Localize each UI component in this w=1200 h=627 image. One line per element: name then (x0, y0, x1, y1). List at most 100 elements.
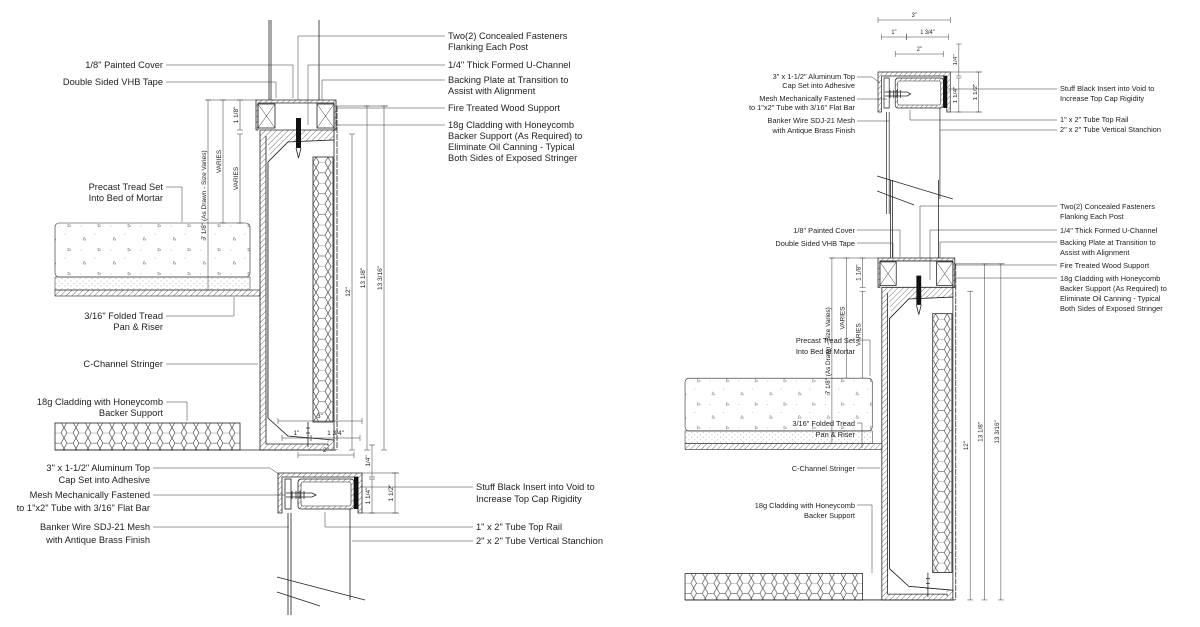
wood-support-block (936, 261, 954, 286)
precast-tread-label-r-line-0: Precast Tread Set (796, 336, 855, 345)
black-insert-label-line-0: Stuff Black Insert into Void to (476, 482, 595, 492)
13-1-8-dimension-label: 13 1/8" (978, 422, 985, 442)
top-cap-label-line-1: Cap Set into Adhesive (59, 475, 150, 485)
u-channel-label-line-0: 1/4" Thick Formed U-Channel (448, 60, 571, 70)
tread-pan-label-line-1: Pan & Riser (113, 322, 163, 332)
vhb-tape-label-r-leader (857, 242, 894, 257)
13-3-16-dimension-label: 13 3/16" (377, 265, 384, 290)
top-rail-section-right: 3"1"1 3/4"2"1/4"1 1/4"1 1/2" (877, 13, 983, 214)
13-3-16-dimension-label: 13 3/16" (994, 420, 1001, 443)
u-channel-label-r-leader (929, 229, 1057, 280)
cladding-exposed-label-line-1: Backer Support (As Required) to (448, 131, 582, 141)
fasteners-label-leader (297, 35, 445, 100)
backing-plate-label-line-0: Backing Plate at Transition to (448, 75, 568, 85)
fastener-tip (295, 147, 302, 159)
mesh-fastened-label-r-line-0: Mesh Mechanically Fastened (759, 94, 855, 103)
precast-tread-label-r-line-1: Into Bed of Mortar (796, 347, 856, 356)
tread-pan-label-line-0: 3/16" Folded Tread (84, 311, 163, 321)
cladding-exposed-label-r-line-2: Eliminate Oil Canning - Typical (1060, 294, 1161, 303)
vhb-tape-label-line-0: Double Sided VHB Tape (63, 77, 163, 87)
top-rail-label-leader (324, 512, 473, 528)
tread-pan (684, 443, 883, 450)
aluminum-top-cap (877, 71, 951, 113)
1-dimension-label: 1" (891, 30, 896, 36)
top-cap-label-r-line-1: Cap Set into Adhesive (782, 81, 855, 90)
1-1-4-dimension-label: 1 1/4" (365, 487, 372, 504)
stanchion-break-line (276, 576, 366, 601)
honeycomb-backer-horizontal (54, 422, 241, 451)
wood-support-block (316, 103, 335, 129)
backing-plate-label-leader (321, 79, 445, 100)
anchor-screw (306, 422, 310, 447)
fasteners-label-line-1: Flanking Each Post (448, 42, 529, 52)
cladding-backer-label-line-0: 18g Cladding with Honeycomb (37, 397, 163, 407)
honeycomb-backer-vertical (312, 156, 334, 423)
honeycomb-backer-horizontal (684, 573, 864, 601)
stanchion-break-line (877, 175, 953, 200)
1-dimension-label: 1" (294, 430, 301, 437)
top-rail-label-r-line-0: 1" x 2" Tube Top Rail (1060, 115, 1129, 124)
c-channel-label-r-line-0: C-Channel Stringer (792, 464, 856, 473)
fasteners-label-r-line-0: Two(2) Concealed Fasteners (1060, 202, 1155, 211)
black-insert-label-r-line-0: Stuff Black Insert into Void to (1060, 84, 1154, 93)
precast-tread (54, 222, 251, 278)
top-cap-label-r-leader (857, 76, 881, 84)
1-3-4-dimension-label: 1 3/4" (327, 430, 344, 437)
anchor-screw (926, 572, 930, 598)
tread-pan-label-r-line-0: 3/16" Folded Tread (792, 419, 855, 428)
banker-wire-label-r-line-1: with Antique Brass Finish (771, 126, 855, 135)
stanchion-break-line (877, 190, 915, 206)
backing-plate-label-r-line-0: Backing Plate at Transition to (1060, 238, 1156, 247)
tread-pan-label-leader (166, 297, 235, 317)
fastener-screw (296, 118, 301, 148)
3-dimension-label: 3" (317, 413, 324, 420)
backing-plate-label-line-1: Assist with Alignment (448, 86, 536, 96)
cladding-backer-label-r-line-1: Backer Support (804, 511, 855, 520)
top-cap-label-leader (153, 467, 281, 476)
wood-support-block (879, 261, 897, 286)
painted-cover-label-line-0: 1/8" Painted Cover (85, 60, 163, 70)
fasteners-label-r-line-1: Flanking Each Post (1060, 212, 1124, 221)
1-4-dimension-label: 1/4" (953, 54, 959, 65)
cladding-backer-label-leader (166, 401, 188, 421)
cladding-exposed-label-line-2: Eliminate Oil Canning - Typical (448, 142, 574, 152)
u-channel-label-r-line-0: 1/4" Thick Formed U-Channel (1060, 226, 1158, 235)
backing-plate-label-r-leader (939, 241, 1057, 258)
cap-height-dimension-label: 1 1/8" (856, 264, 863, 280)
varies-dimension-label: VARIES (856, 323, 863, 346)
stanchion-label-line-0: 2" x 2" Tube Vertical Stanchion (476, 536, 603, 546)
flat-bar (284, 478, 292, 510)
top-rail-label-line-0: 1" x 2" Tube Top Rail (476, 522, 562, 532)
wood-support-x (936, 261, 954, 286)
cladding-exposed-label-line-0: 18g Cladding with Honeycomb (448, 120, 574, 130)
painted-cover-label-r-leader (857, 229, 901, 257)
cladding-exposed-label-r-line-3: Both Sides of Exposed Stringer (1060, 304, 1163, 313)
cladding-backer-label-line-1: Backer Support (99, 408, 163, 418)
top-cap-label-line-0: 3" x 1-1/2" Aluminum Top (46, 463, 150, 473)
fastener-screw (916, 275, 922, 305)
vhb-tape-label-r-line-0: Double Sided VHB Tape (775, 239, 855, 248)
tube-void (300, 481, 352, 507)
backing-plate-label-r-line-1: Assist with Alignment (1060, 248, 1129, 257)
1-1-2-dimension-label: 1 1/2" (973, 84, 979, 101)
12-dimension-label: 12" (345, 287, 352, 297)
aluminum-top-cap (277, 472, 363, 514)
mesh-fastened-label-line-0: Mesh Mechanically Fastened (30, 490, 150, 500)
painted-cover-label-leader (166, 64, 294, 98)
black-insert-label-line-1: Increase Top Cap Rigidity (476, 494, 582, 504)
cladding-backer-label-r-line-0: 18g Cladding with Honeycomb (755, 501, 855, 510)
cladding-exposed-label-r-line-1: Backer Support (As Required) to (1060, 284, 1167, 293)
wood-support-label-r-line-0: Fire Treated Wood Support (1060, 261, 1149, 270)
tread-pan-label-r-line-1: Pan & Riser (816, 430, 856, 439)
banker-wire-label-line-1: with Antique Brass Finish (45, 535, 150, 545)
stanchion-break-line (276, 591, 321, 607)
wood-support-x (316, 103, 335, 129)
12-dimension-label: 12" (963, 441, 970, 450)
mortar-bed (54, 276, 251, 291)
1-1-4-dimension-label: 1 1/4" (953, 87, 959, 104)
precast-tread-label-leader (166, 186, 183, 222)
vhb-tape-label-leader (166, 81, 277, 98)
